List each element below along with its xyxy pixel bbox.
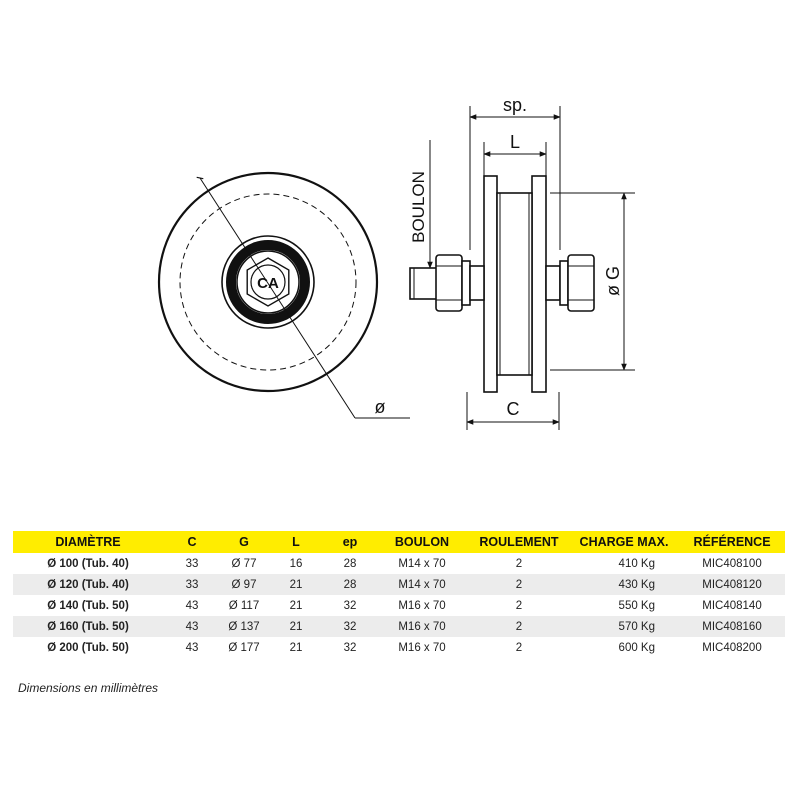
cell-c: 43 [163, 616, 221, 637]
cell-g: Ø 77 [231, 557, 257, 570]
cell-ep: 32 [343, 599, 357, 612]
cell-c: 43 [185, 599, 199, 612]
header-reference: RÉFÉRENCE [679, 531, 785, 553]
left-flange [483, 175, 498, 393]
header-ep: ep [325, 531, 375, 553]
cell-l: 16 [289, 557, 303, 570]
left-nut [435, 254, 463, 312]
cell-reference: MIC408140 [702, 599, 762, 612]
bearing-inner-ring [236, 250, 300, 314]
cell-g: Ø 177 [228, 641, 260, 654]
cell-roulement: 2 [469, 574, 569, 595]
cell-charge-max: 600 Kg [618, 641, 655, 654]
wheel-front-view [157, 171, 410, 419]
boulon-label: BOULON [409, 171, 428, 243]
cell-charge-max: 570 Kg [569, 616, 679, 637]
cell-l: 21 [267, 616, 325, 637]
cell-reference: MIC408120 [679, 574, 785, 595]
cell-charge-max: 550 Kg [618, 599, 655, 612]
header-g: G [221, 531, 267, 553]
cell-roulement: 2 [515, 599, 523, 612]
left-spacer [469, 265, 485, 301]
cell-reference: MIC408100 [702, 557, 762, 570]
header-c: C [163, 531, 221, 553]
technical-drawing: CA ø [157, 95, 635, 430]
dimension-lines [427, 106, 635, 430]
sp-label: sp. [503, 95, 527, 115]
axle-hex-nut [246, 257, 290, 307]
cell-g: Ø 97 [221, 574, 267, 595]
cell-diametre: Ø 160 (Tub. 50) [13, 616, 163, 637]
cell-l: 21 [289, 599, 303, 612]
left-washer [461, 260, 471, 306]
cell-reference: MIC408200 [702, 641, 762, 654]
cell-diametre: Ø 100 (Tub. 40) [47, 557, 129, 570]
cell-boulon: M14 x 70 [375, 574, 469, 595]
wheel-groove-circle [179, 193, 357, 371]
cell-reference: MIC408160 [679, 616, 785, 637]
wheel-outer-rim [157, 171, 379, 393]
cell-boulon: M14 x 70 [398, 557, 446, 570]
cell-g: Ø 117 [228, 599, 260, 612]
table-row: Ø 100 (Tub. 40) 33 Ø 77 16 28 M14 x 70 2… [13, 553, 785, 574]
cell-diametre: Ø 200 (Tub. 50) [47, 641, 129, 654]
cell-charge-max: 430 Kg [569, 574, 679, 595]
dimensions-note: Dimensions en millimètres [18, 681, 159, 695]
table-row: Ø 140 (Tub. 50) 43 Ø 117 21 32 M16 x 70 … [13, 595, 785, 616]
table-row: Ø 160 (Tub. 50) 43 Ø 137 21 32 M16 x 70 … [13, 616, 785, 637]
header-boulon: BOULON [375, 531, 469, 553]
axle-circle [250, 264, 286, 300]
header-l: L [267, 531, 325, 553]
cell-c: 43 [185, 641, 199, 654]
cell-boulon: M16 x 70 [398, 599, 446, 612]
cell-boulon: M16 x 70 [398, 641, 446, 654]
cell-charge-max: 410 Kg [618, 557, 655, 570]
specifications-table: DIAMÈTRE C G L ep BOULON ROULEMENT CHARG… [13, 531, 785, 658]
header-diametre: DIAMÈTRE [13, 531, 163, 553]
l-label: L [510, 132, 520, 152]
cell-g: Ø 137 [221, 616, 267, 637]
header-roulement: ROULEMENT [469, 531, 569, 553]
cell-c: 33 [163, 574, 221, 595]
wheel-side-view [409, 175, 595, 393]
right-spacer [545, 265, 561, 301]
diameter-label: ø [375, 397, 386, 417]
cell-roulement: 2 [469, 616, 569, 637]
cell-l: 21 [267, 574, 325, 595]
cell-roulement: 2 [515, 641, 523, 654]
table-row: Ø 200 (Tub. 50) 43 Ø 177 21 32 M16 x 70 … [13, 637, 785, 658]
cell-c: 33 [185, 557, 199, 570]
hub-outer-circle [221, 235, 315, 329]
cell-roulement: 2 [515, 557, 523, 570]
cell-diametre: Ø 140 (Tub. 50) [47, 599, 129, 612]
cell-diametre: Ø 120 (Tub. 40) [13, 574, 163, 595]
g-label: ø G [603, 266, 623, 296]
wheel-tread [496, 192, 533, 376]
right-flange [531, 175, 547, 393]
table-row: Ø 120 (Tub. 40) 33 Ø 97 21 28 M14 x 70 2… [13, 574, 785, 595]
cell-boulon: M16 x 70 [375, 616, 469, 637]
diameter-dimension-line [196, 176, 356, 419]
right-nut [567, 254, 595, 312]
table-header-row: DIAMÈTRE C G L ep BOULON ROULEMENT CHARG… [13, 531, 785, 553]
cell-ep: 32 [325, 616, 375, 637]
bearing-ring [226, 240, 310, 324]
right-washer [559, 260, 569, 306]
header-charge-max: CHARGE MAX. [569, 531, 679, 553]
cell-ep: 28 [343, 557, 357, 570]
cell-ep: 32 [343, 641, 357, 654]
cell-ep: 28 [325, 574, 375, 595]
c-label: C [507, 399, 520, 419]
logo-ca-mark: CA [257, 275, 279, 292]
cell-l: 21 [289, 641, 303, 654]
